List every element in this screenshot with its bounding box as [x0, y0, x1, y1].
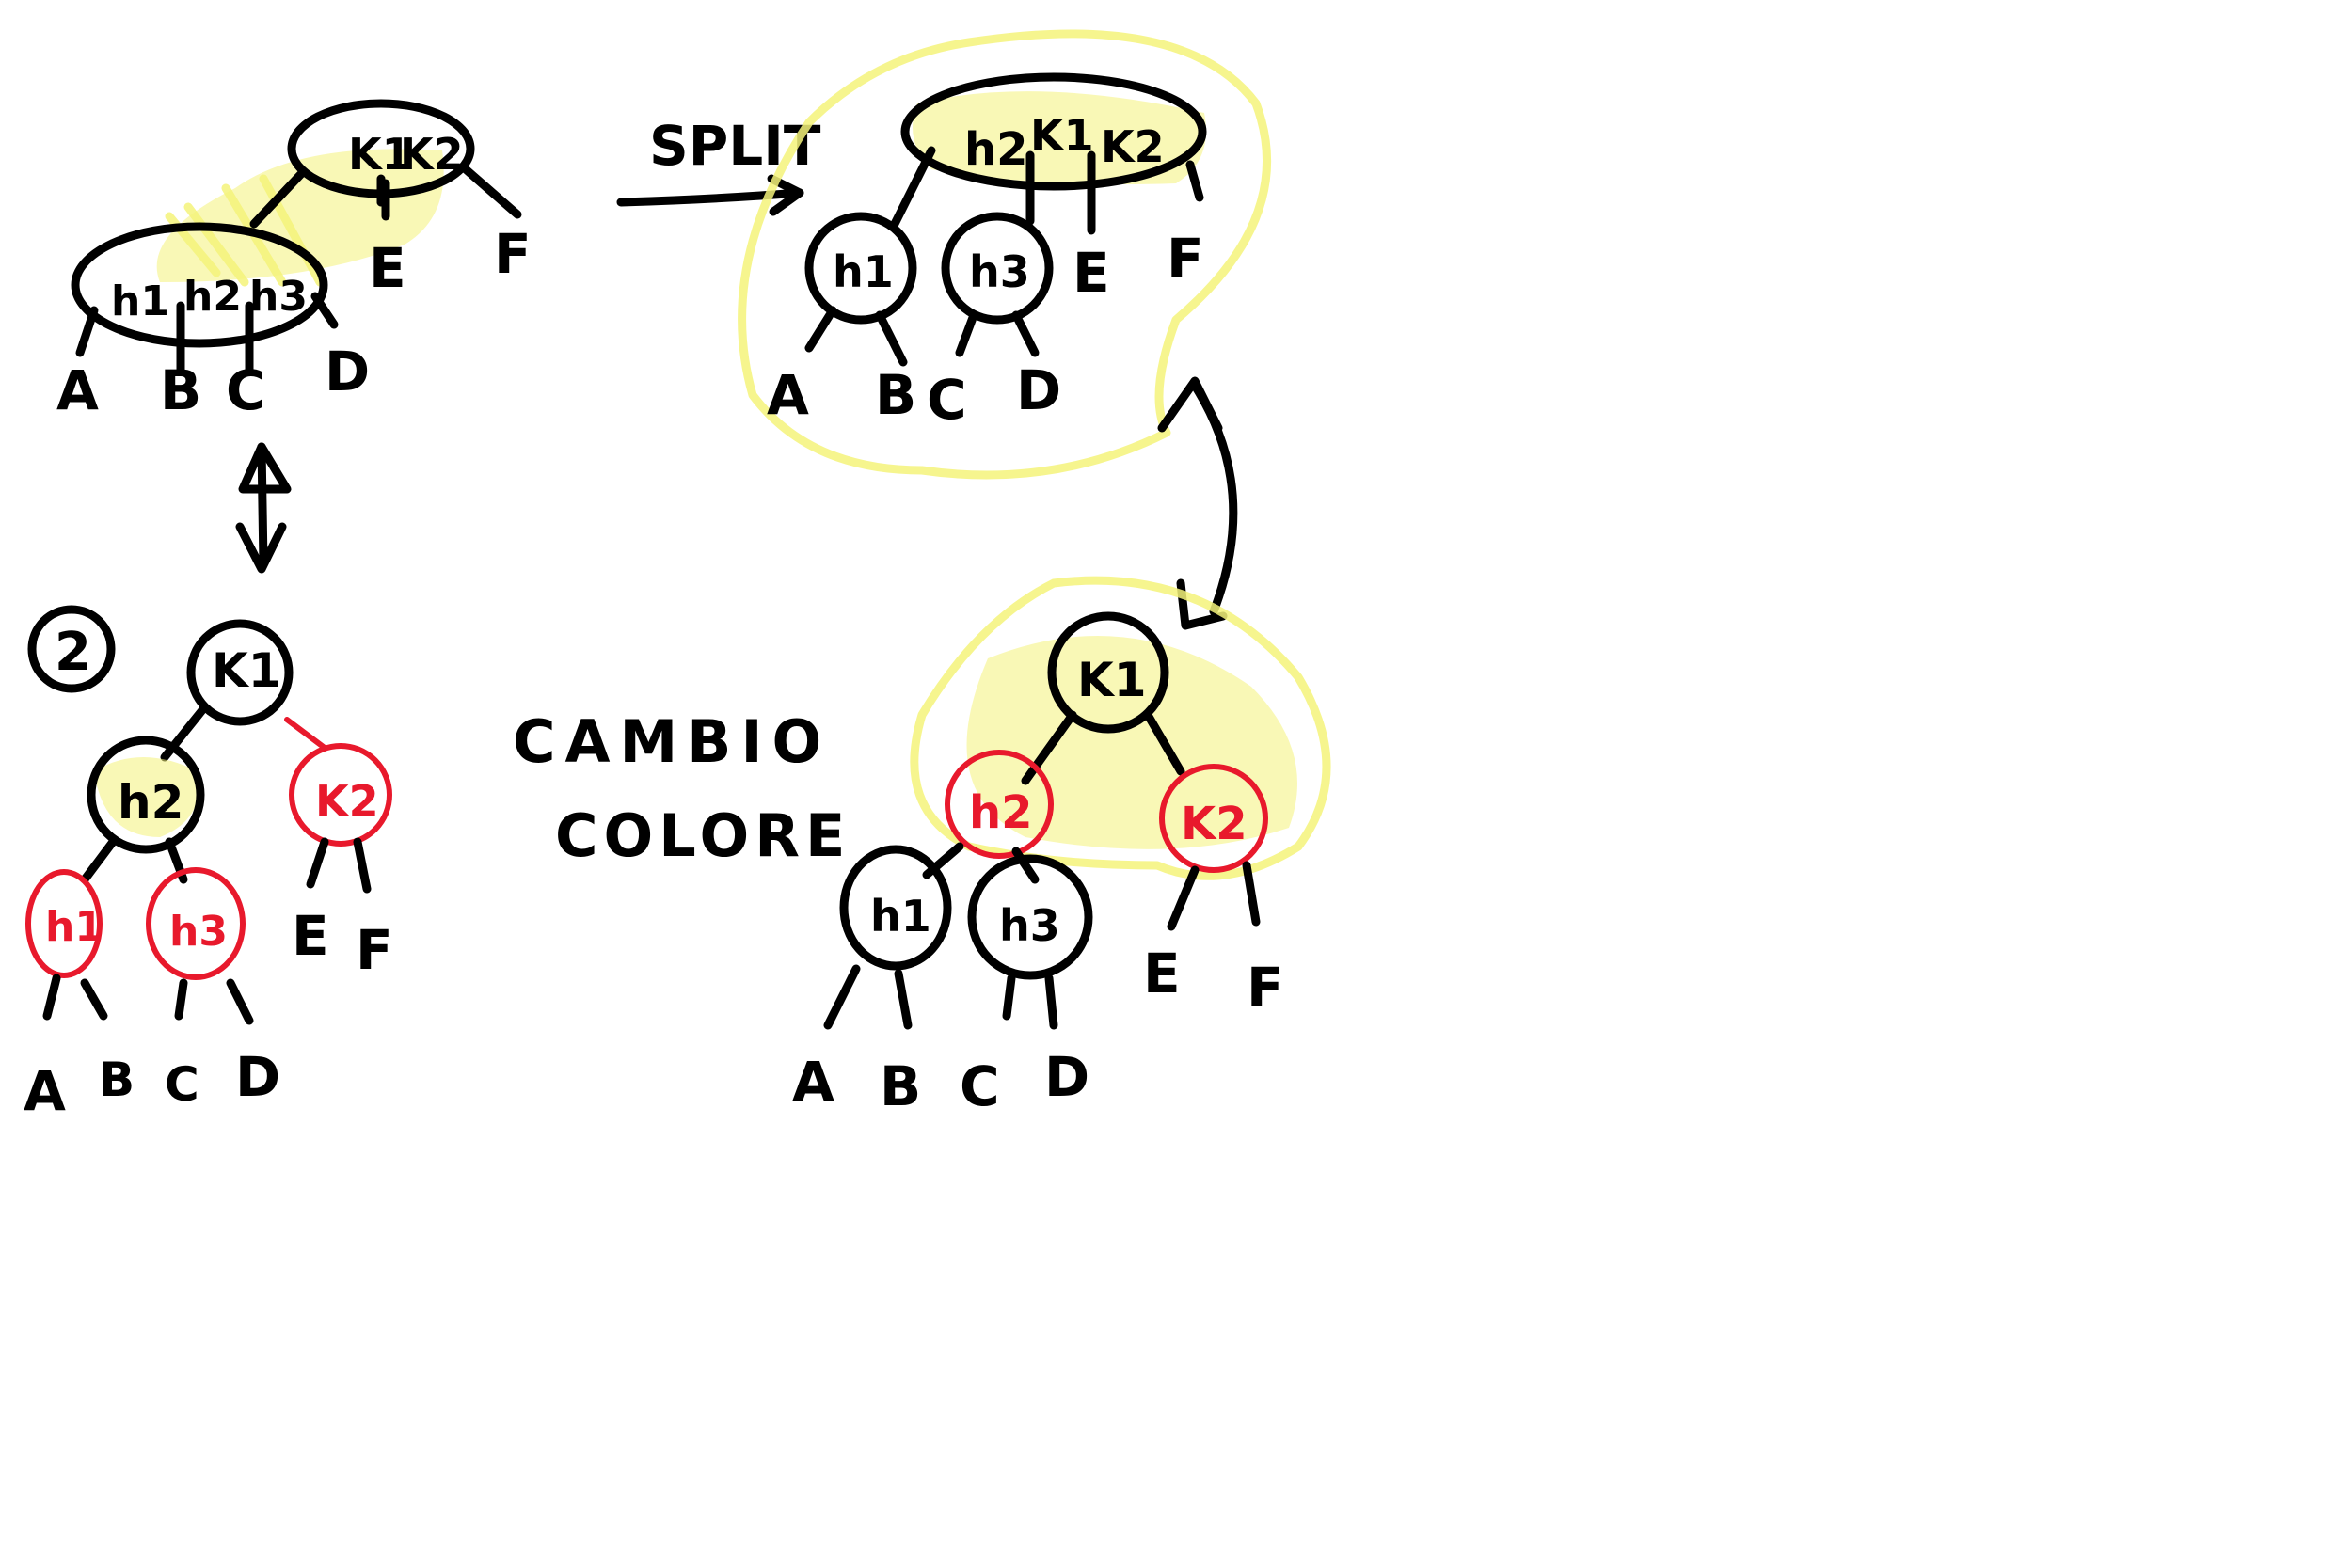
- split-top-key-1: h2: [964, 123, 1028, 176]
- rb2-leaf-c: C: [165, 1057, 199, 1112]
- split-top-key-2: K1: [1030, 110, 1094, 161]
- recolor-label-line2: COLORE: [555, 801, 850, 870]
- split-top-node: [900, 72, 1207, 191]
- recolor-root-label: K1: [1077, 653, 1147, 707]
- recolor-leaf-d: D: [1044, 1045, 1089, 1109]
- btree-bottom-key-3: h3: [249, 273, 308, 321]
- recolor-label-line1: CAMBIO: [513, 707, 831, 776]
- rb2-leaf-d: D: [235, 1045, 280, 1109]
- split-diagram: h2 K1 K2 h1 h3 A B C D E F: [738, 29, 1271, 480]
- recolor-leaf-c: C: [960, 1054, 1000, 1118]
- recolor-root-node: [1047, 611, 1169, 734]
- recolor-diagram: K1 h2 K2 E F h1 h3 A B C D: [792, 576, 1331, 1118]
- btree-diagram: K1 K2 E F h1 h2 h3 A B C D: [56, 99, 532, 422]
- split-leaf-e: E: [1073, 241, 1110, 305]
- btree-leaf-d: D: [325, 340, 370, 404]
- rb2-leaf-f: F: [356, 918, 393, 982]
- rb2-left-right-label: h3: [169, 908, 228, 956]
- split-leaf-d: D: [1016, 358, 1061, 422]
- rb2-left-left-label: h1: [45, 903, 103, 951]
- recolor-left-node: [945, 750, 1054, 859]
- split-leaf-c: C: [927, 368, 967, 432]
- split-child-h3-label: h3: [969, 246, 1030, 297]
- recolor-left-left-node: [839, 845, 952, 971]
- btree-top-key-1: K1: [348, 129, 412, 180]
- rb2-left-node: [87, 736, 205, 854]
- recolor-leaf-f: F: [1247, 956, 1284, 1020]
- btree-bottom-key-2: h2: [183, 273, 242, 321]
- btree-bottom-node: [71, 222, 328, 348]
- split-top-key-3: K2: [1101, 121, 1165, 172]
- recolor-left-right-node: [967, 854, 1093, 980]
- rb2-left-label: h2: [118, 775, 183, 830]
- split-child-h1: [804, 212, 917, 325]
- rb2-right-node: [289, 743, 392, 847]
- recolor-left-label: h2: [969, 786, 1033, 839]
- rb2-right-label: K2: [315, 776, 379, 827]
- split-leaf-b: B: [875, 363, 916, 427]
- step-number: 2: [55, 622, 91, 683]
- double-arrow-icon: [235, 442, 292, 574]
- recolor-right-label: K2: [1181, 798, 1248, 850]
- rb2-root-label: K1: [212, 643, 281, 698]
- btree-leaf-b: B: [160, 358, 201, 422]
- rb2-leaf-b: B: [99, 1053, 135, 1107]
- rb-step2-diagram: 2 K1 h2 K2 E F h1 h3 A B C D: [24, 605, 393, 1123]
- recolor-left-right-label: h3: [999, 900, 1060, 951]
- rb2-leaf-e: E: [292, 904, 329, 968]
- split-leaf-f: F: [1167, 227, 1204, 291]
- rb2-left-right-node: [146, 867, 246, 980]
- recolor-leaf-a: A: [792, 1050, 834, 1114]
- btree-top-key-2: K2: [400, 129, 464, 180]
- recolor-caption: CAMBIO COLORE: [513, 707, 850, 870]
- btree-leaf-c: C: [226, 358, 266, 422]
- split-child-h3: [941, 212, 1054, 325]
- recolor-left-left-label: h1: [870, 891, 931, 942]
- rb2-left-left-node: [25, 869, 103, 978]
- recolor-leaf-b: B: [880, 1054, 921, 1118]
- rb2-leaf-a: A: [24, 1059, 66, 1123]
- btree-leaf-a: A: [56, 358, 99, 422]
- step-number-badge: [27, 605, 116, 693]
- recolor-leaf-e: E: [1143, 942, 1181, 1006]
- btree-bottom-key-1: h1: [111, 277, 169, 325]
- btree-leaf-f: F: [494, 222, 532, 286]
- split-leaf-a: A: [767, 363, 809, 427]
- btree-leaf-e: E: [369, 236, 406, 300]
- split-arrow: SPLIT: [616, 114, 821, 216]
- recolor-right-node: [1159, 764, 1268, 873]
- split-child-h1-label: h1: [833, 246, 894, 297]
- rb2-root-node: [186, 619, 294, 726]
